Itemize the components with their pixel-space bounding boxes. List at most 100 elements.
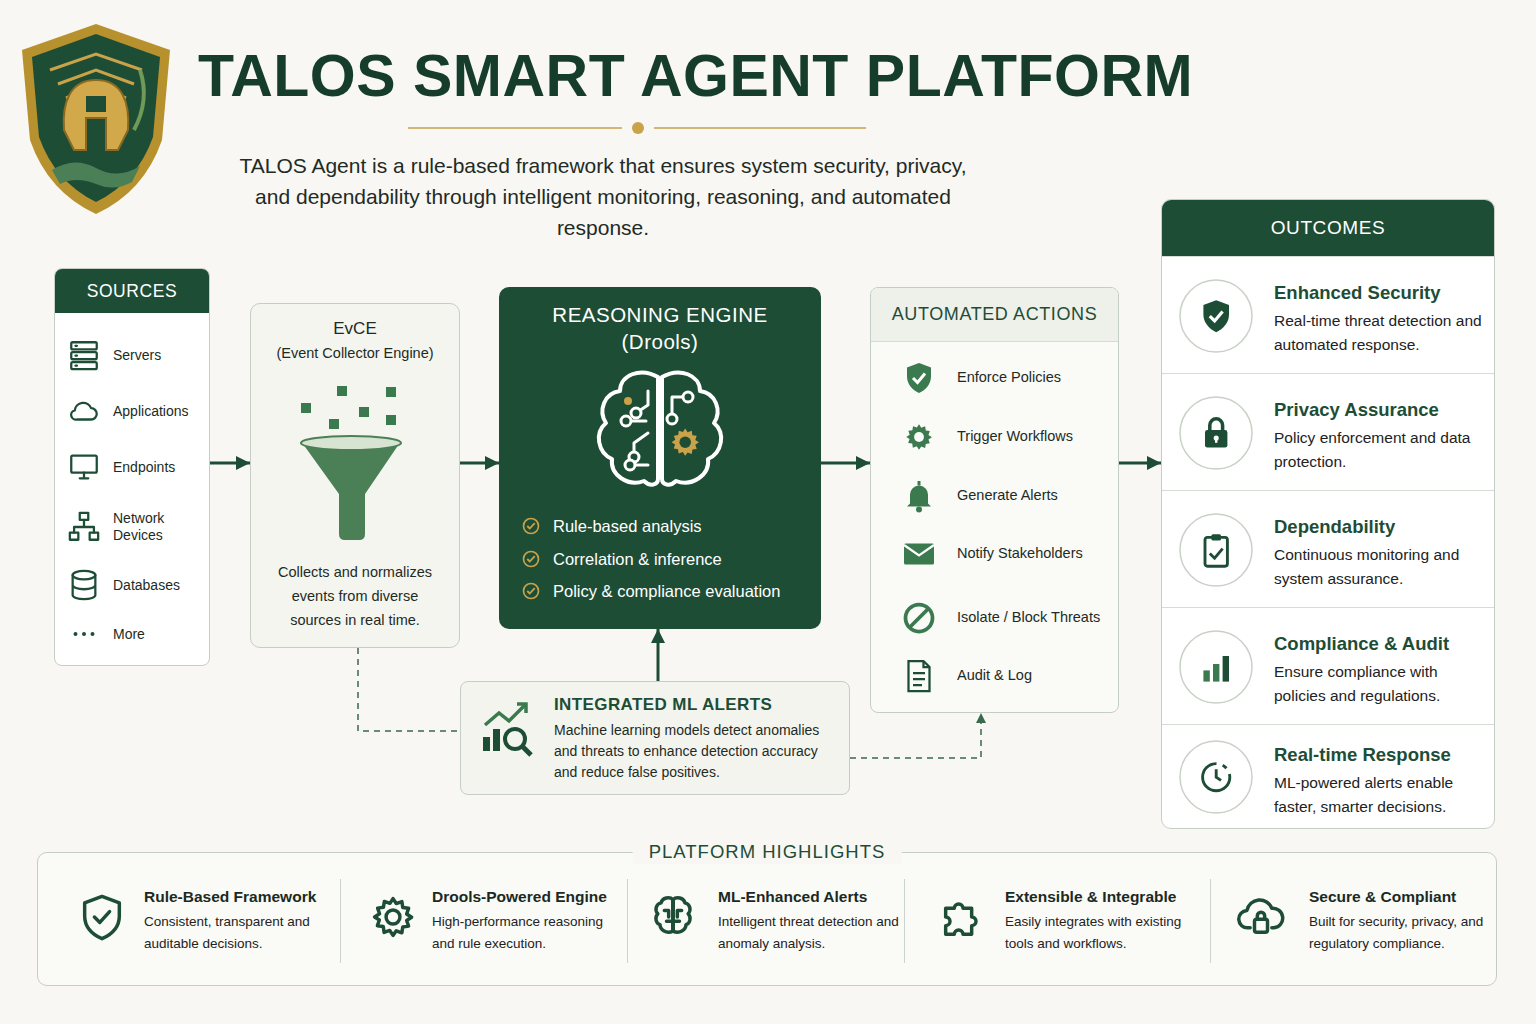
- page-title: TALOS SMART AGENT PLATFORM: [198, 38, 1193, 115]
- node-text: Notify Stakeholders: [957, 532, 1107, 576]
- panel-box: AUTOMATED ACTIONS Enforce PoliciesTrigger…: [870, 287, 1119, 713]
- icon: [481, 701, 537, 757]
- item-box: DependabilityContinuous monitoring and s…: [1162, 490, 1494, 607]
- node-heading: Secure & Compliant: [1309, 887, 1491, 907]
- node-heading: SOURCES: [55, 269, 209, 313]
- node-text: Collects and normalizes events from dive…: [265, 560, 445, 632]
- node-heading: Drools-Powered Engine: [432, 887, 623, 907]
- icon: [1235, 891, 1287, 943]
- node-text: Real-time threat detection and automated…: [1274, 309, 1489, 357]
- panel-box: PLATFORM HIGHLIGHTSRule-Based FrameworkC…: [37, 852, 1497, 986]
- icon: [1178, 739, 1254, 815]
- panel-box: INTEGRATED ML ALERTS Machine learning mod…: [460, 681, 850, 795]
- node-heading: PLATFORM HIGHLIGHTS: [633, 840, 902, 864]
- icon: [901, 600, 937, 636]
- dashed-connector: [358, 648, 460, 731]
- node-text: Audit & Log: [957, 654, 1107, 698]
- icon: [1178, 395, 1254, 471]
- icon: [67, 394, 101, 428]
- node-text: Applications: [113, 389, 207, 433]
- node-text: Isolate / Block Threats: [957, 596, 1107, 640]
- icon: [299, 384, 409, 542]
- flow-arrow: [210, 462, 250, 465]
- node-heading: Real-time Response: [1274, 743, 1489, 767]
- node-text: Policy enforcement and data protection.: [1274, 426, 1489, 474]
- icon: [901, 360, 937, 396]
- item-box: ML-Enhanced AlertsIntelligent threat det…: [627, 879, 903, 963]
- item-box: Enhanced SecurityReal-time threat detect…: [1162, 256, 1494, 373]
- node-text: High-performance reasoning and rule exec…: [432, 911, 623, 955]
- node-text: Consistent, transparent and auditable de…: [144, 911, 334, 955]
- item-box: Extensible & IntegrableEasily integrates…: [904, 879, 1209, 963]
- item-box: Real-time ResponseML-powered alerts enab…: [1162, 724, 1494, 828]
- node-text: Generate Alerts: [957, 474, 1107, 518]
- panel-box: REASONING ENGINE (Drools) Rule-based anal…: [499, 287, 821, 629]
- icon: [901, 536, 937, 572]
- node-heading: AUTOMATED ACTIONS: [871, 288, 1118, 342]
- icon: [1178, 629, 1254, 705]
- node-text: Rule-based analysis: [553, 515, 815, 537]
- dashed-connector: [850, 713, 981, 758]
- icon: [367, 891, 419, 943]
- subtitle: TALOS Agent is a rule-based framework th…: [223, 150, 983, 243]
- item-box: Secure & CompliantBuilt for security, pr…: [1210, 879, 1494, 963]
- item-box: Privacy AssurancePolicy enforcement and …: [1162, 373, 1494, 490]
- icon: [76, 891, 128, 943]
- node-text: Intelligent threat detection and anomaly…: [718, 911, 900, 955]
- icon: [521, 516, 541, 536]
- icon: [1178, 512, 1254, 588]
- flow-arrow: [821, 462, 870, 465]
- node-heading: INTEGRATED ML ALERTS: [554, 694, 844, 716]
- node-text: Network Devices: [113, 505, 207, 549]
- node-text: Continuous monitoring and system assuran…: [1274, 543, 1489, 591]
- node-heading: Enhanced Security: [1274, 281, 1489, 305]
- icon: [901, 419, 937, 455]
- node-heading: Extensible & Integrable: [1005, 887, 1206, 907]
- node-heading: Rule-Based Framework: [144, 887, 334, 907]
- panel-box: SOURCES ServersApplicationsEndpointsNetwo…: [54, 268, 210, 666]
- icon: [901, 478, 937, 514]
- item-box: Rule-Based FrameworkConsistent, transpar…: [48, 879, 338, 963]
- flow-arrow: [460, 462, 499, 465]
- node-heading: Dependability: [1274, 515, 1489, 539]
- icon: [521, 581, 541, 601]
- title-ornament: [408, 122, 866, 134]
- node-text: Enforce Policies: [957, 356, 1107, 400]
- icon: [901, 658, 937, 694]
- icon: [67, 510, 101, 544]
- node-text: Machine learning models detect anomalies…: [554, 720, 844, 783]
- icon: [67, 338, 101, 372]
- node-text: ML-powered alerts enable faster, smarter…: [1274, 771, 1489, 819]
- node-heading: ML-Enhanced Alerts: [718, 887, 900, 907]
- node-text: Easily integrates with existing tools an…: [1005, 911, 1206, 955]
- icon: [67, 450, 101, 484]
- logo-shield: [22, 24, 170, 214]
- flow-arrow: [657, 629, 660, 681]
- node-heading: Privacy Assurance: [1274, 398, 1489, 422]
- node-heading: EvCE: [251, 318, 459, 340]
- icon: [647, 891, 699, 943]
- node-heading: Compliance & Audit: [1274, 632, 1489, 656]
- icon: [521, 549, 541, 569]
- node-heading: REASONING ENGINE (Drools): [545, 301, 775, 355]
- panel-box: OUTCOMESEnhanced SecurityReal-time threa…: [1161, 199, 1495, 829]
- node-text: Built for security, privacy, and regulat…: [1309, 911, 1491, 955]
- node-heading: OUTCOMES: [1162, 200, 1494, 256]
- node-text: Endpoints: [113, 445, 207, 489]
- node-text: Policy & compliance evaluation: [553, 580, 815, 602]
- icon: [590, 367, 730, 492]
- icon: [1178, 278, 1254, 354]
- item-box: Drools-Powered EngineHigh-performance re…: [340, 879, 626, 963]
- node-text: Trigger Workflows: [957, 415, 1107, 459]
- icon: [937, 891, 989, 943]
- icon: [67, 568, 101, 602]
- item-box: Compliance & AuditEnsure compliance with…: [1162, 607, 1494, 724]
- node-text: Databases: [113, 563, 207, 607]
- icon: [67, 617, 101, 651]
- node-text: (Event Collector Engine): [251, 344, 459, 363]
- node-text: Servers: [113, 333, 207, 377]
- node-text: More: [113, 612, 207, 656]
- panel-box: EvCE (Event Collector Engine) Collects and…: [250, 303, 460, 648]
- node-text: Ensure compliance with policies and regu…: [1274, 660, 1489, 708]
- flow-arrow: [1119, 462, 1161, 465]
